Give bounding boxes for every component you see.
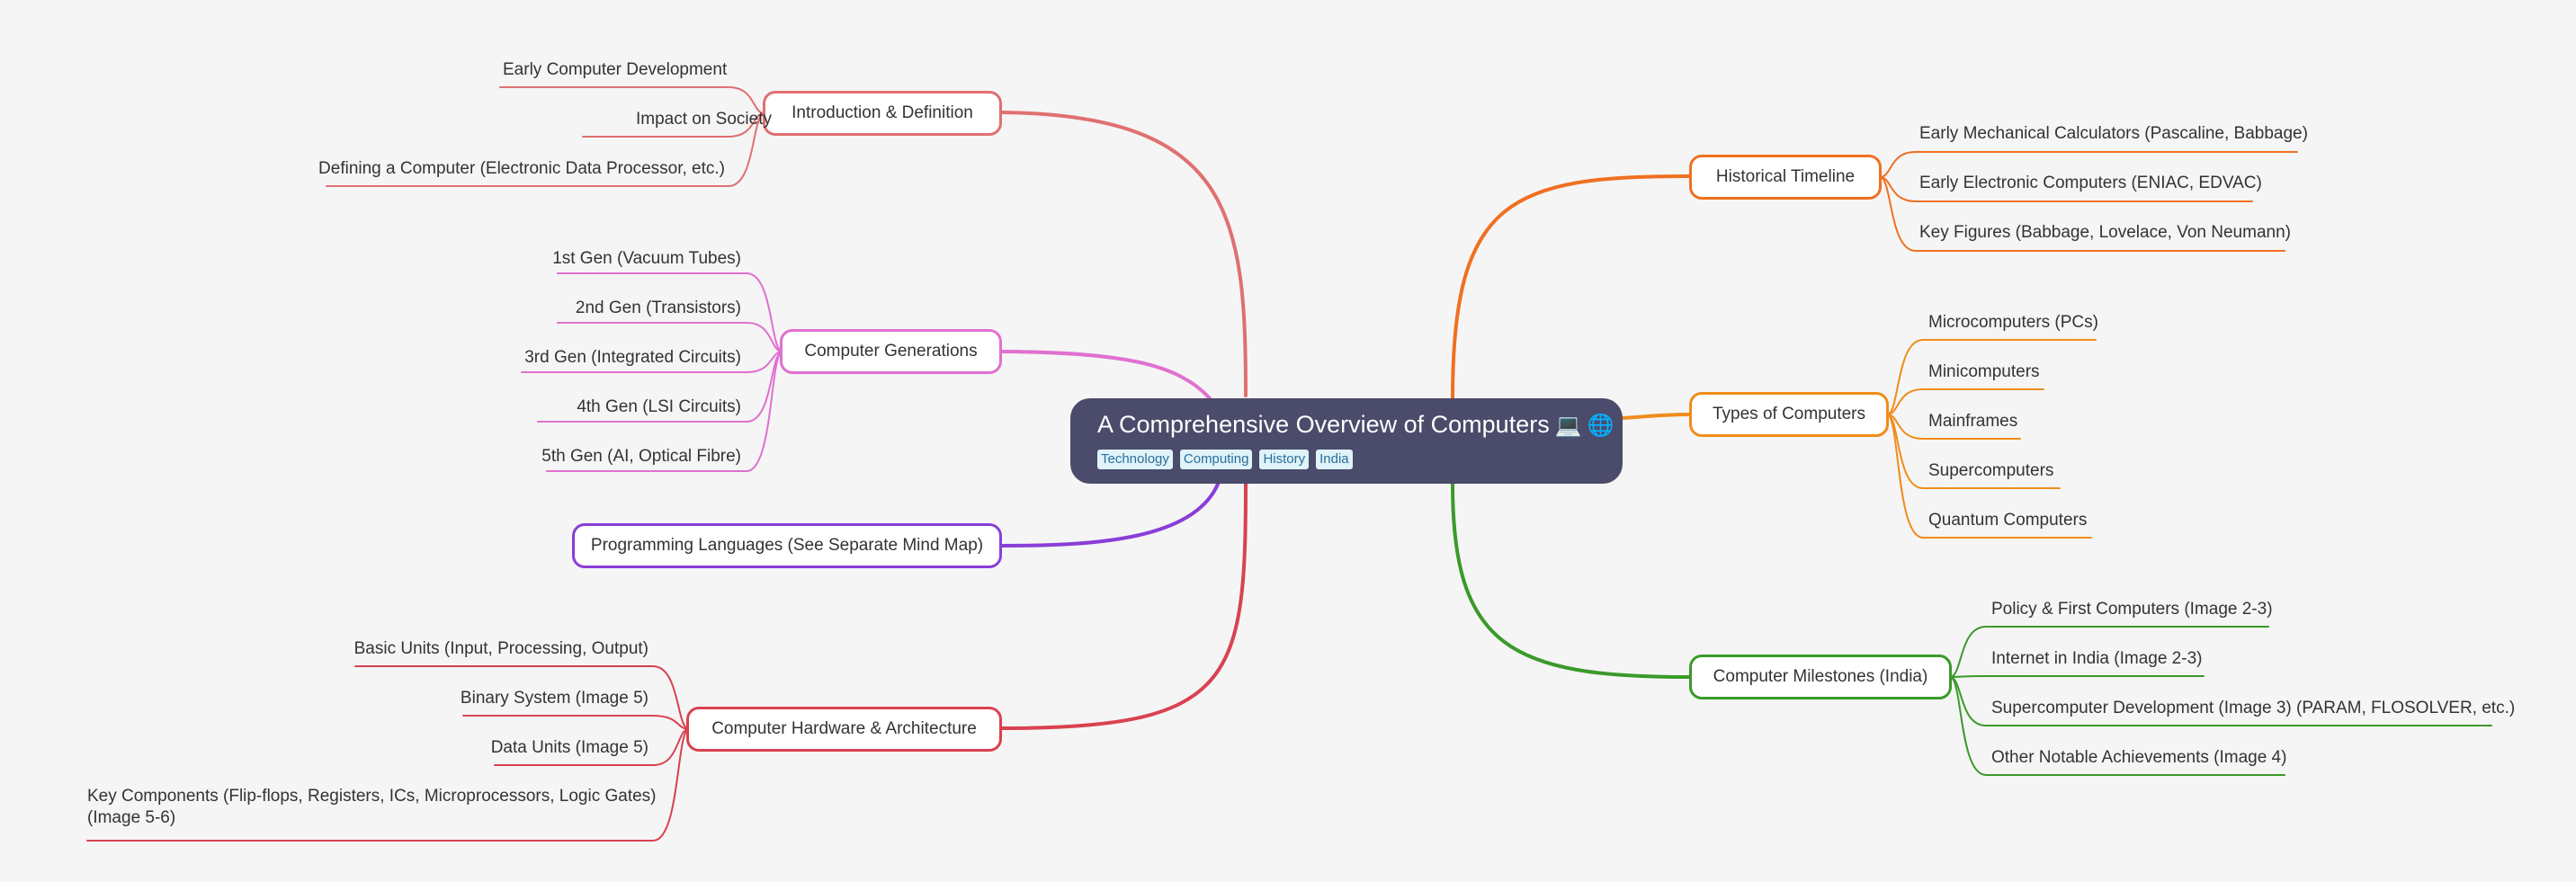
leaf-connector — [746, 322, 783, 352]
leaf-node[interactable]: 1st Gen (Vacuum Tubes) — [552, 249, 741, 268]
leaf-node[interactable]: Data Units (Image 5) — [490, 738, 648, 757]
branch-milestones-india[interactable]: Computer Milestones (India) — [1689, 655, 1952, 699]
leaf-connector — [728, 86, 765, 114]
leaf-connector — [1879, 151, 1917, 178]
leaf-connector — [746, 272, 783, 352]
branch-hardware[interactable]: Computer Hardware & Architecture — [686, 707, 1002, 752]
root-connector — [1000, 350, 1212, 400]
tag[interactable]: History — [1259, 450, 1310, 469]
leaf-connector — [1949, 675, 1987, 678]
leaf-node[interactable]: Early Mechanical Calculators (Pascaline,… — [1919, 124, 2308, 143]
leaf-node[interactable]: 5th Gen (AI, Optical Fibre) — [541, 447, 741, 466]
leaf-node[interactable]: Binary System (Image 5) — [460, 689, 648, 708]
leaf-node[interactable]: 3rd Gen (Integrated Circuits) — [524, 348, 741, 367]
leaf-node[interactable]: Internet in India (Image 2-3) — [1991, 649, 2203, 668]
leaf-node[interactable]: Quantum Computers — [1928, 511, 2088, 530]
leaf-node[interactable]: Basic Units (Input, Processing, Output) — [353, 639, 648, 658]
leaf-node[interactable]: Early Electronic Computers (ENIAC, EDVAC… — [1919, 174, 2262, 192]
leaf-node[interactable]: Defining a Computer (Electronic Data Pro… — [318, 159, 725, 178]
laptop-icon: 💻 — [1554, 413, 1582, 438]
leaf-connector — [652, 728, 690, 766]
branch-introduction[interactable]: Introduction & Definition — [763, 91, 1002, 136]
root-tags: Technology Computing History India — [1097, 450, 1597, 469]
leaf-node[interactable]: Supercomputers — [1928, 461, 2054, 480]
leaf-connector — [728, 112, 765, 187]
leaf-connector — [1879, 176, 1917, 202]
root-connector — [1621, 413, 1691, 420]
leaf-connector — [1886, 339, 1924, 415]
leaf-node[interactable]: Key Figures (Babbage, Lovelace, Von Neum… — [1919, 223, 2291, 242]
leaf-connector — [1949, 676, 1987, 776]
tag[interactable]: Computing — [1179, 450, 1253, 469]
leaf-connector — [1886, 388, 1924, 415]
leaf-node[interactable]: Supercomputer Development (Image 3) (PAR… — [1991, 699, 2516, 717]
leaf-connector — [652, 715, 690, 730]
root-title: A Comprehensive Overview of Computers — [1097, 411, 1550, 438]
root-connector — [1000, 480, 1221, 548]
leaf-node[interactable]: 2nd Gen (Transistors) — [575, 298, 741, 317]
leaf-connector — [1949, 626, 1987, 678]
root-connector — [1000, 111, 1248, 397]
leaf-connector — [1879, 176, 1917, 252]
root-connector — [1451, 174, 1691, 400]
branch-historical-timeline[interactable]: Historical Timeline — [1689, 155, 1882, 200]
leaf-node[interactable]: 4th Gen (LSI Circuits) — [577, 397, 741, 416]
leaf-node[interactable]: Impact on Society — [635, 110, 772, 129]
tag[interactable]: India — [1316, 450, 1353, 469]
root-connector — [1451, 482, 1691, 679]
globe-icon: 🌐 — [1587, 413, 1614, 438]
root-node[interactable]: A Comprehensive Overview of Computers💻🌐 … — [1070, 398, 1623, 484]
leaf-node[interactable]: Microcomputers (PCs) — [1928, 313, 2098, 332]
leaf-node[interactable]: Mainframes — [1928, 412, 2018, 431]
leaf-connector — [652, 665, 690, 730]
branch-types[interactable]: Types of Computers — [1689, 392, 1889, 437]
branch-programming-languages[interactable]: Programming Languages (See Separate Mind… — [572, 523, 1002, 568]
leaf-node[interactable]: Minicomputers — [1928, 362, 2040, 381]
root-connector — [1000, 482, 1248, 730]
branch-generations[interactable]: Computer Generations — [780, 329, 1002, 374]
leaf-node[interactable]: Early Computer Development — [503, 60, 728, 79]
leaf-node[interactable]: Policy & First Computers (Image 2-3) — [1991, 600, 2273, 619]
leaf-connector — [652, 728, 690, 842]
leaf-connector — [1886, 414, 1924, 539]
root-title-line: A Comprehensive Overview of Computers💻🌐 — [1097, 409, 1614, 441]
leaf-node[interactable]: Other Notable Achievements (Image 4) — [1991, 748, 2287, 767]
leaf-node[interactable]: Key Components (Flip-flops, Registers, I… — [87, 787, 657, 827]
tag[interactable]: Technology — [1097, 450, 1173, 469]
leaf-connector — [746, 351, 783, 472]
